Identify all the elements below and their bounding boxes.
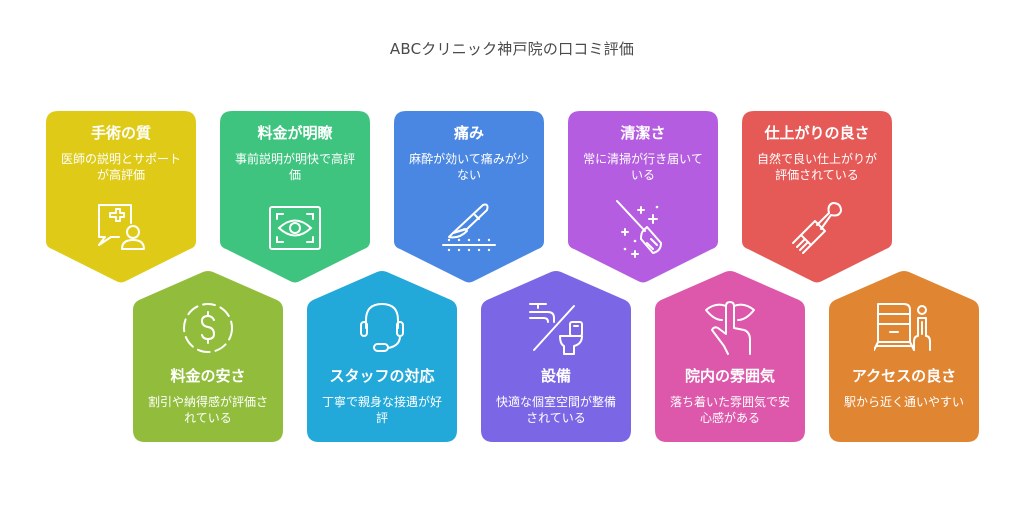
card-shape: [307, 271, 457, 442]
card-pain: 痛み 麻酔が効いて痛みが少ない: [394, 111, 544, 284]
page-title: ABCクリニック神戸院の口コミ評価: [389, 40, 635, 58]
card-description: 麻酔が効いて痛みが少ない: [409, 152, 529, 182]
card-description: 丁寧で親身な接遇が好評: [321, 395, 442, 425]
card-cleanliness: 清潔さ 常に清掃が行き届いている: [568, 111, 718, 284]
card-shape: [742, 111, 892, 283]
card-facilities: 設備 快適な個室空間が整備されている: [481, 270, 631, 442]
card-shape: [568, 111, 718, 283]
headset-icon: [360, 303, 404, 352]
card-atmosphere: 院内の雰囲気 落ち着いた雰囲気で安心感がある: [655, 270, 805, 442]
card-surgery-quality: 手術の質 医師の説明とサポートが高評価: [46, 111, 196, 284]
card-shape: [220, 111, 370, 283]
card-heading: アクセスの良さ: [851, 367, 957, 385]
brush-icon: [792, 202, 842, 254]
faucet-toilet-icon: [529, 303, 583, 355]
card-heading: 清潔さ: [620, 124, 666, 142]
card-description: 駅から近く通いやすい: [843, 395, 964, 409]
card-staff-response: スタッフの対応 丁寧で親身な接遇が好評: [307, 270, 457, 442]
card-heading: 料金の安さ: [170, 367, 246, 385]
card-shape: [829, 271, 979, 442]
card-shape: [481, 271, 631, 442]
card-heading: 設備: [540, 367, 571, 385]
card-heading: 仕上がりの良さ: [764, 124, 870, 142]
card-description: 落ち着いた雰囲気で安心感がある: [669, 395, 790, 425]
card-shape: [394, 111, 544, 283]
eye-scan-icon: [269, 206, 321, 250]
card-shape: [46, 111, 196, 283]
scalpel-icon: [442, 203, 496, 252]
card-clear-pricing: 料金が明瞭 事前説明が明快で高評価: [220, 111, 370, 284]
card-heading: 料金が明瞭: [257, 124, 333, 142]
card-low-price: 料金の安さ 割引や納得感が評価されている: [133, 270, 283, 442]
card-shape: [655, 271, 805, 442]
shush-icon: [705, 301, 755, 355]
card-description: 常に清掃が行き届いている: [583, 152, 703, 182]
card-description: 医師の説明とサポートが高評価: [60, 152, 181, 182]
card-heading: 院内の雰囲気: [684, 367, 775, 385]
card-description: 自然で良い仕上がりが評価されている: [756, 152, 877, 182]
train-person-icon: [874, 303, 931, 351]
card-description: 快適な個室空間が整備されている: [495, 395, 616, 425]
dollar-circle-icon: [183, 303, 233, 353]
card-heading: 痛み: [453, 124, 484, 142]
card-description: 割引や納得感が評価されている: [147, 395, 268, 425]
medical-consult-icon: [98, 204, 145, 250]
broom-sparkle-icon: [616, 200, 662, 258]
card-heading: 手術の質: [90, 124, 151, 142]
card-shape: [133, 271, 283, 442]
card-description: 事前説明が明快で高評価: [234, 152, 355, 182]
card-access: アクセスの良さ 駅から近く通いやすい: [829, 270, 979, 442]
card-heading: スタッフの対応: [329, 367, 435, 385]
card-finish-quality: 仕上がりの良さ 自然で良い仕上がりが評価されている: [742, 111, 892, 284]
